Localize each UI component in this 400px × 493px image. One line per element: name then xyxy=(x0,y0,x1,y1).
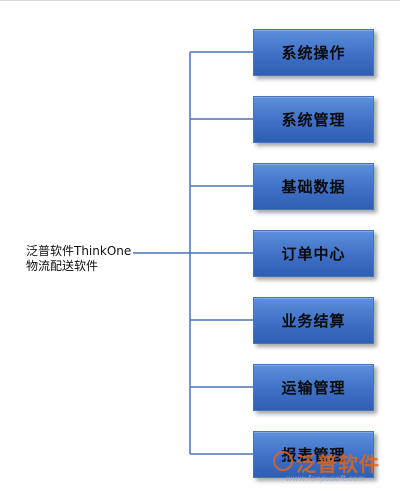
top-divider xyxy=(0,0,400,1)
node-system-operation: 系统操作 xyxy=(253,29,374,76)
watermark: 泛普软件 www.fanpusoft.com xyxy=(268,440,398,490)
node-business-settlement: 业务结算 xyxy=(253,297,374,344)
root-label-line-2: 物流配送软件 xyxy=(26,259,99,273)
watermark-url: www.fanpusoft.com xyxy=(286,474,366,483)
node-report-management: 报表管理 xyxy=(253,431,374,478)
root-node-label: 泛普软件ThinkOne 物流配送软件 xyxy=(26,244,131,274)
node-basic-data: 基础数据 xyxy=(253,163,374,210)
watermark-text: 泛普软件 xyxy=(296,452,380,476)
watermark-logo-icon xyxy=(273,451,293,471)
root-label-line-1: 泛普软件ThinkOne xyxy=(26,244,132,258)
node-transport-management: 运输管理 xyxy=(253,364,374,411)
node-order-center: 订单中心 xyxy=(253,230,374,277)
node-system-management: 系统管理 xyxy=(253,96,374,143)
